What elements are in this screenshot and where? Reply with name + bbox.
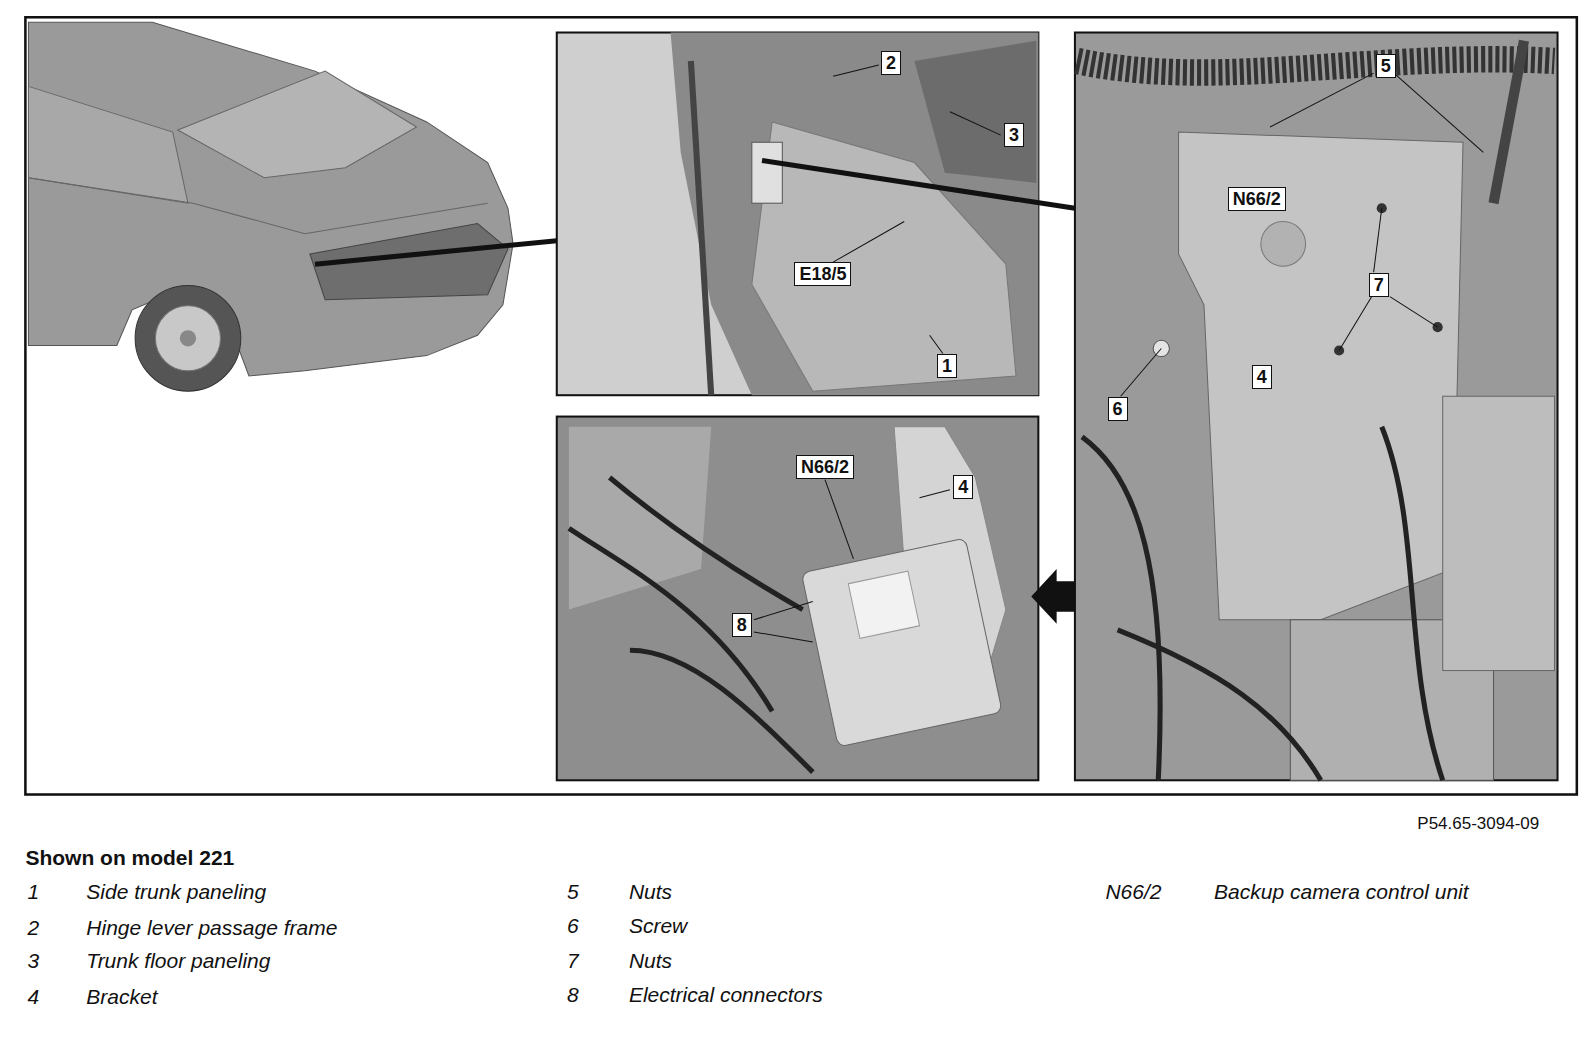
key-text: Screw [629, 914, 687, 938]
key-text: Backup camera control unit [1214, 880, 1468, 904]
key-text: Bracket [86, 985, 157, 1009]
callout-number: 6 [1108, 397, 1128, 421]
key-text: Side trunk paneling [86, 880, 266, 904]
callout-number: 8 [732, 613, 752, 637]
car-illustration [28, 22, 513, 391]
key-text: 5 [567, 880, 579, 904]
key-text: 3 [27, 949, 39, 973]
key-text: 1 [27, 880, 39, 904]
callout-number: 4 [953, 475, 973, 499]
key-text: 4 [27, 985, 39, 1009]
key-text: N66/2 [1105, 880, 1161, 904]
figure-code: P54.65-3094-09 [1417, 814, 1539, 834]
callout-number: E18/5 [794, 262, 851, 286]
leader-lines [315, 65, 1483, 642]
callout-number: 2 [881, 51, 901, 75]
callout-number: 3 [1004, 123, 1024, 147]
key-text: Trunk floor paneling [86, 949, 270, 973]
callout-number: 1 [937, 354, 957, 378]
key-text: Nuts [629, 949, 672, 973]
callout-number: 5 [1376, 54, 1396, 78]
callout-number: 4 [1252, 365, 1272, 389]
callout-number: 7 [1369, 273, 1389, 297]
key-text: Electrical connectors [629, 983, 823, 1007]
key-text: 6 [567, 914, 579, 938]
photo-panels [557, 33, 1558, 781]
direction-arrow [1031, 569, 1075, 624]
key-text: Nuts [629, 880, 672, 904]
caption: Shown on model 221 [25, 846, 234, 870]
key-text: 2 [27, 916, 39, 940]
callout-number: N66/2 [796, 455, 854, 479]
key-text: 7 [567, 949, 579, 973]
key-text: 8 [567, 983, 579, 1007]
key-text: Hinge lever passage frame [86, 916, 337, 940]
callout-number: N66/2 [1228, 187, 1286, 211]
